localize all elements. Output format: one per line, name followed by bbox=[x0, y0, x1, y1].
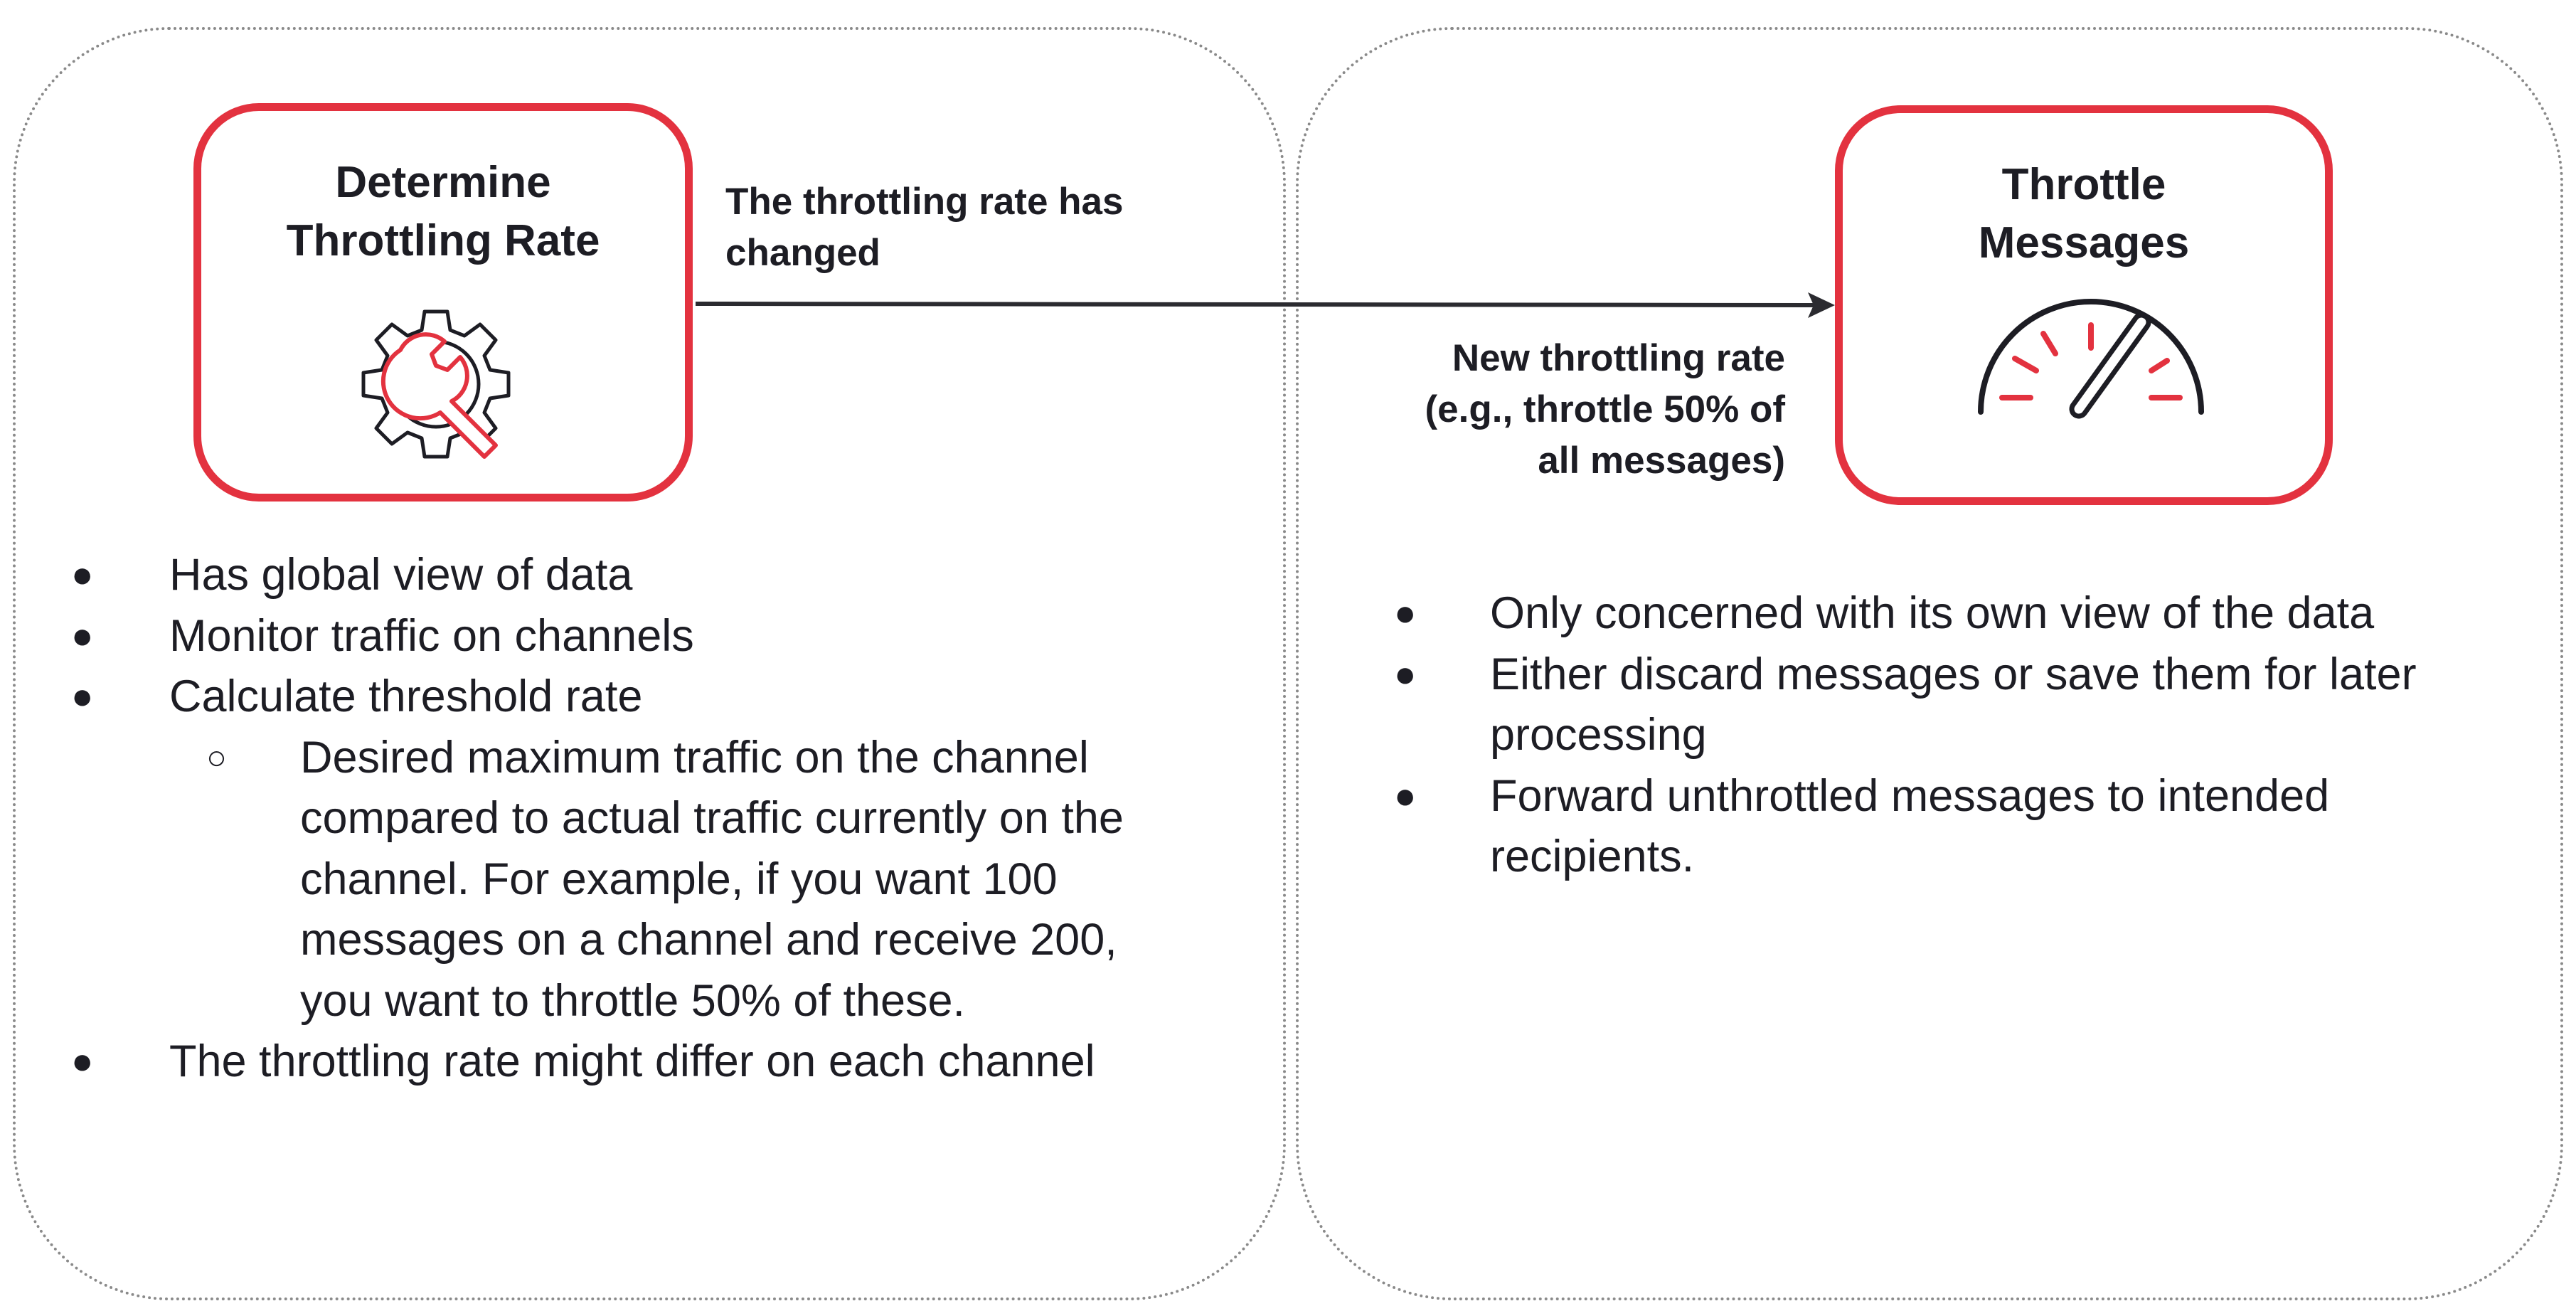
sub-list-item-text: Desired maximum traffic on the channel c… bbox=[300, 732, 1124, 1026]
node-title-determine: Determine Throttling Rate bbox=[286, 158, 600, 265]
bullet-icon: ● bbox=[71, 615, 94, 657]
right-bullet-list: ● Only concerned with its own view of th… bbox=[1394, 583, 2560, 888]
bullet-icon: ● bbox=[71, 554, 94, 595]
sub-list-item: ○ Desired maximum traffic on the channel… bbox=[71, 728, 1266, 1032]
list-item-text: Has global view of data bbox=[169, 550, 633, 600]
speedometer-gauge-icon bbox=[1978, 299, 2204, 419]
edge-label-new-rate: New throttling rate (e.g., throttle 50% … bbox=[1425, 337, 1785, 482]
list-item: ● Forward unthrottled messages to intend… bbox=[1394, 766, 2560, 888]
list-item-text: Calculate threshold rate bbox=[169, 672, 643, 721]
list-item: ● Calculate threshold rate bbox=[71, 667, 1266, 728]
hollow-bullet-icon: ○ bbox=[206, 738, 227, 777]
throttle-messages-node[interactable]: Throttle Messages bbox=[1835, 105, 2333, 505]
list-item: ● The throttling rate might differ on ea… bbox=[71, 1031, 1266, 1093]
list-item-text: Either discard messages or save them for… bbox=[1490, 649, 2417, 760]
right-region bbox=[1296, 27, 2563, 1300]
list-item: ● Only concerned with its own view of th… bbox=[1394, 583, 2560, 644]
list-item: ● Monitor traffic on channels bbox=[71, 606, 1266, 667]
determine-throttling-rate-node[interactable]: Determine Throttling Rate bbox=[193, 103, 693, 502]
bullet-icon: ● bbox=[71, 676, 94, 717]
node-title-throttle: Throttle Messages bbox=[1978, 160, 2190, 267]
list-item: ● Either discard messages or save them f… bbox=[1394, 644, 2560, 766]
edge-label-rate-changed: The throttling rate has changed bbox=[725, 181, 1124, 274]
left-region bbox=[13, 27, 1286, 1300]
bullet-icon: ● bbox=[1394, 593, 1417, 634]
bullet-icon: ● bbox=[1394, 653, 1417, 695]
list-item-text: Only concerned with its own view of the … bbox=[1490, 588, 2375, 638]
bullet-icon: ● bbox=[1394, 775, 1417, 817]
list-item-text: The throttling rate might differ on each… bbox=[169, 1036, 1095, 1086]
list-item-text: Forward unthrottled messages to intended… bbox=[1490, 770, 2330, 882]
gear-wrench-icon bbox=[361, 309, 511, 459]
list-item: ● Has global view of data bbox=[71, 545, 1266, 606]
left-bullet-list: ● Has global view of data ● Monitor traf… bbox=[71, 545, 1266, 1093]
bullet-icon: ● bbox=[71, 1041, 94, 1082]
list-item-text: Monitor traffic on channels bbox=[169, 610, 694, 661]
